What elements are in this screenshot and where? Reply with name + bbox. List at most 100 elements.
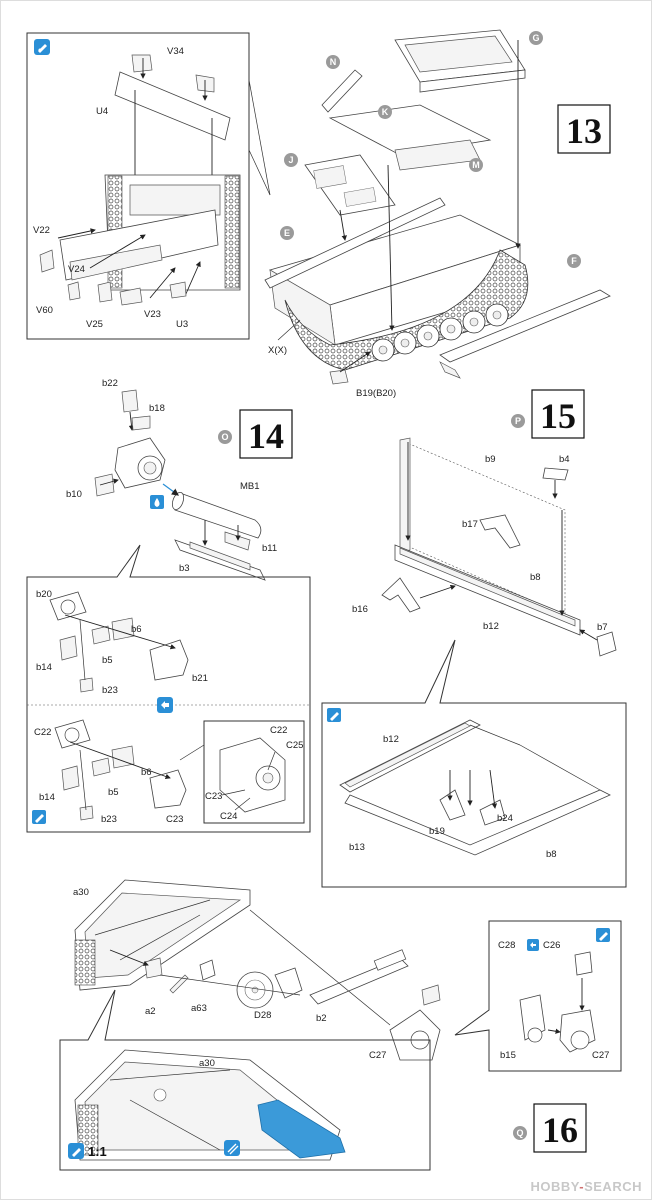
label-b8-detail: b8 <box>546 849 557 860</box>
label-b16: b16 <box>352 604 368 615</box>
label-b5-b: b5 <box>108 787 119 798</box>
option-icon <box>527 939 539 951</box>
step-13: V34 U4 V22 V24 V60 V25 V23 U3 <box>26 29 611 399</box>
step-15: P 15 b9 b4 b17 b8 b16 b12 <box>321 389 627 888</box>
label-a30: a30 <box>73 887 89 898</box>
svg-text:E: E <box>284 228 290 238</box>
label-C28: C28 <box>498 940 515 951</box>
step13-number-box <box>557 104 611 154</box>
svg-text:P: P <box>515 416 521 426</box>
label-V34: V34 <box>167 46 184 57</box>
step14-variant-a <box>49 591 189 693</box>
tag-M <box>469 158 483 172</box>
label-b3: b3 <box>179 563 190 574</box>
step13-main-assembly <box>264 29 611 385</box>
label-b23-a: b23 <box>102 685 118 696</box>
svg-text:M: M <box>472 160 480 170</box>
tag-P <box>511 414 525 428</box>
svg-text:Q: Q <box>516 1128 523 1138</box>
tag-G <box>529 31 543 45</box>
label-b8: b8 <box>530 572 541 583</box>
label-MB1: MB1 <box>240 481 260 492</box>
label-b7: b7 <box>597 622 608 633</box>
option-icon <box>157 697 173 713</box>
glue-icon <box>596 928 610 942</box>
cut-icon <box>224 1140 240 1156</box>
step16-detail-parts <box>519 951 596 1053</box>
label-C23: C23 <box>166 814 183 825</box>
watermark-suffix: SEARCH <box>584 1179 642 1194</box>
step16-number: 16 <box>542 1110 578 1150</box>
step14-variant-b <box>54 719 187 821</box>
label-U3: U3 <box>176 319 188 330</box>
watermark: HOBBY-SEARCH <box>530 1179 642 1194</box>
step-14: O 14 b22 <box>26 378 311 833</box>
svg-text:J: J <box>288 155 293 165</box>
step15-detail-frame <box>321 639 627 888</box>
zoom-label-C23: C23 <box>205 791 222 802</box>
road-wheels <box>371 303 509 362</box>
label-b6-a: b6 <box>131 624 142 635</box>
zoom-label-C24: C24 <box>220 811 237 822</box>
label-C22: C22 <box>34 727 51 738</box>
svg-text:K: K <box>382 107 389 117</box>
label-b13: b13 <box>349 842 365 853</box>
step13-subassembly-tags: N G K M J E F <box>280 31 581 268</box>
label-V23: V23 <box>144 309 161 320</box>
tag-K <box>378 105 392 119</box>
step14-number: 14 <box>248 416 284 456</box>
zoom-label-C25: C25 <box>286 740 303 751</box>
label-b24: b24 <box>497 813 513 824</box>
label-C27-detail: C27 <box>592 1050 609 1061</box>
step15-detail-parts <box>339 719 611 856</box>
label-b19: b19 <box>429 826 445 837</box>
label-b14-b: b14 <box>39 792 55 803</box>
label-b23-b: b23 <box>101 814 117 825</box>
svg-text:N: N <box>330 57 337 67</box>
label-b6-b: b6 <box>141 767 152 778</box>
step15-number: 15 <box>540 396 576 436</box>
label-V24: V24 <box>68 264 85 275</box>
label-b5-a: b5 <box>102 655 113 666</box>
label-b20: b20 <box>36 589 52 600</box>
label-b2: b2 <box>316 1013 327 1024</box>
svg-text:G: G <box>532 33 539 43</box>
scale-label: 1:1 <box>88 1144 107 1159</box>
step16-inset-frame <box>59 989 431 1171</box>
step14-zoom-frame <box>203 720 305 824</box>
step16-number-box <box>533 1103 587 1153</box>
step15-main-parts <box>381 437 617 657</box>
watermark-prefix: HOBBY <box>530 1179 580 1194</box>
step13-inset-parts <box>39 54 241 306</box>
label-b11: b11 <box>262 543 277 554</box>
step13-number: 13 <box>566 111 602 151</box>
tag-N <box>326 55 340 69</box>
label-C26: C26 <box>543 940 560 951</box>
step14-zoom-parts <box>219 737 286 813</box>
label-V22: V22 <box>33 225 50 236</box>
step16-inset-parts <box>74 1049 346 1161</box>
svg-text:F: F <box>571 256 577 266</box>
tag-J <box>284 153 298 167</box>
label-b10: b10 <box>66 489 82 500</box>
tag-E <box>280 226 294 240</box>
step13-inset-frame <box>26 32 250 340</box>
label-b17: b17 <box>462 519 478 530</box>
label-b14-a: b14 <box>36 662 52 673</box>
label-b18: b18 <box>149 403 165 414</box>
label-U4: U4 <box>96 106 108 117</box>
svg-text:O: O <box>221 432 228 442</box>
label-b22: b22 <box>102 378 118 389</box>
label-X: X(X) <box>268 345 287 356</box>
label-a2: a2 <box>145 1006 156 1017</box>
label-b12: b12 <box>483 621 499 632</box>
step14-main-parts <box>94 389 266 581</box>
paint-icon <box>32 810 46 824</box>
glue-icon <box>327 708 341 722</box>
step14-detail-frame <box>26 544 311 833</box>
label-b12-detail: b12 <box>383 734 399 745</box>
glue-icon <box>34 39 50 55</box>
paint-icon <box>150 495 164 509</box>
